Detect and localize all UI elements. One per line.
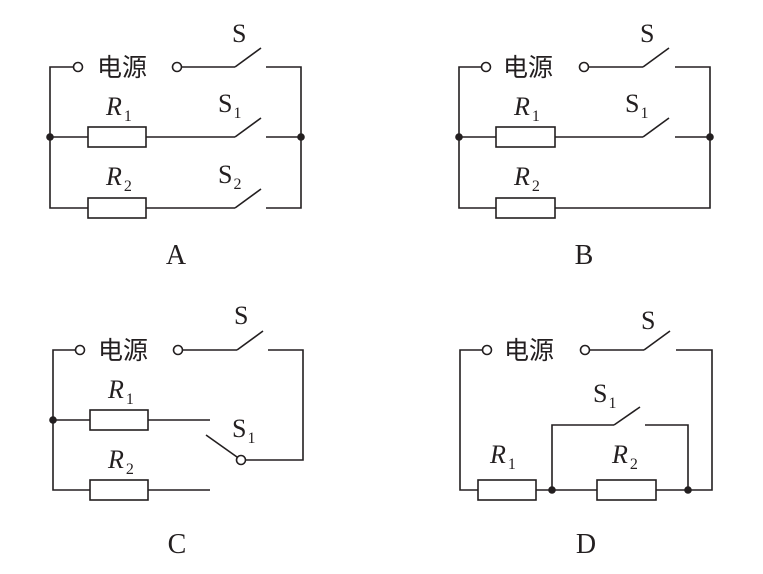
switch-s1-label: S1 bbox=[625, 89, 648, 122]
source-terminal-left bbox=[481, 344, 493, 356]
junction-dot bbox=[46, 133, 54, 141]
switch-s-blade bbox=[234, 47, 262, 68]
switch-s1-label: S1 bbox=[218, 89, 241, 122]
switch-s-blade bbox=[642, 47, 670, 68]
resistor-r1 bbox=[89, 409, 149, 431]
wire-top-right bbox=[245, 349, 304, 461]
resistor-r2 bbox=[596, 479, 657, 501]
source-terminal-right bbox=[172, 344, 184, 356]
junction-dot bbox=[455, 133, 463, 141]
caption-c: C bbox=[168, 529, 187, 560]
caption-d: D bbox=[576, 529, 596, 560]
resistor-r2 bbox=[89, 479, 149, 501]
source-terminal-left bbox=[72, 61, 84, 73]
switch-s1-pivot bbox=[235, 454, 247, 466]
switch-s2-blade bbox=[234, 188, 262, 209]
source-terminal-right bbox=[171, 61, 183, 73]
resistor-r2 bbox=[87, 197, 147, 219]
switch-s1-blade bbox=[613, 406, 641, 426]
caption-a: A bbox=[166, 240, 187, 271]
switch-s2-label: S2 bbox=[218, 160, 241, 193]
power-source-label: 电源 bbox=[98, 336, 148, 365]
switch-s-blade bbox=[643, 330, 671, 351]
junction-dot bbox=[706, 133, 714, 141]
wire-s1-right bbox=[645, 424, 689, 490]
switch-s1-blade bbox=[234, 117, 262, 138]
switch-s1-blade bbox=[205, 434, 238, 458]
switch-s-label: S bbox=[234, 301, 248, 330]
resistor-r1 bbox=[495, 126, 556, 148]
junction-dot bbox=[49, 416, 57, 424]
power-source-label: 电源 bbox=[97, 53, 147, 82]
power-source-label: 电源 bbox=[503, 53, 553, 82]
switch-s1-blade bbox=[642, 117, 670, 138]
junction-dot bbox=[548, 486, 556, 494]
switch-s-label: S bbox=[641, 306, 655, 335]
junction-dot bbox=[297, 133, 305, 141]
switch-s1-label: S1 bbox=[593, 379, 616, 412]
resistor-r1 bbox=[87, 126, 147, 148]
caption-b: B bbox=[575, 240, 594, 271]
resistor-r2 bbox=[495, 197, 556, 219]
source-terminal-right bbox=[578, 61, 590, 73]
switch-s-label: S bbox=[640, 19, 654, 48]
source-terminal-left bbox=[480, 61, 492, 73]
wire-left bbox=[459, 349, 483, 491]
source-terminal-right bbox=[579, 344, 591, 356]
resistor-r1 bbox=[477, 479, 537, 501]
wire-top-right bbox=[655, 349, 713, 491]
source-terminal-left bbox=[74, 344, 86, 356]
wire-s1-left bbox=[551, 424, 614, 490]
power-source-label: 电源 bbox=[504, 336, 554, 365]
switch-s1-label: S1 bbox=[232, 414, 255, 447]
switch-s-blade bbox=[236, 330, 264, 351]
switch-s-label: S bbox=[232, 19, 246, 48]
junction-dot bbox=[684, 486, 692, 494]
